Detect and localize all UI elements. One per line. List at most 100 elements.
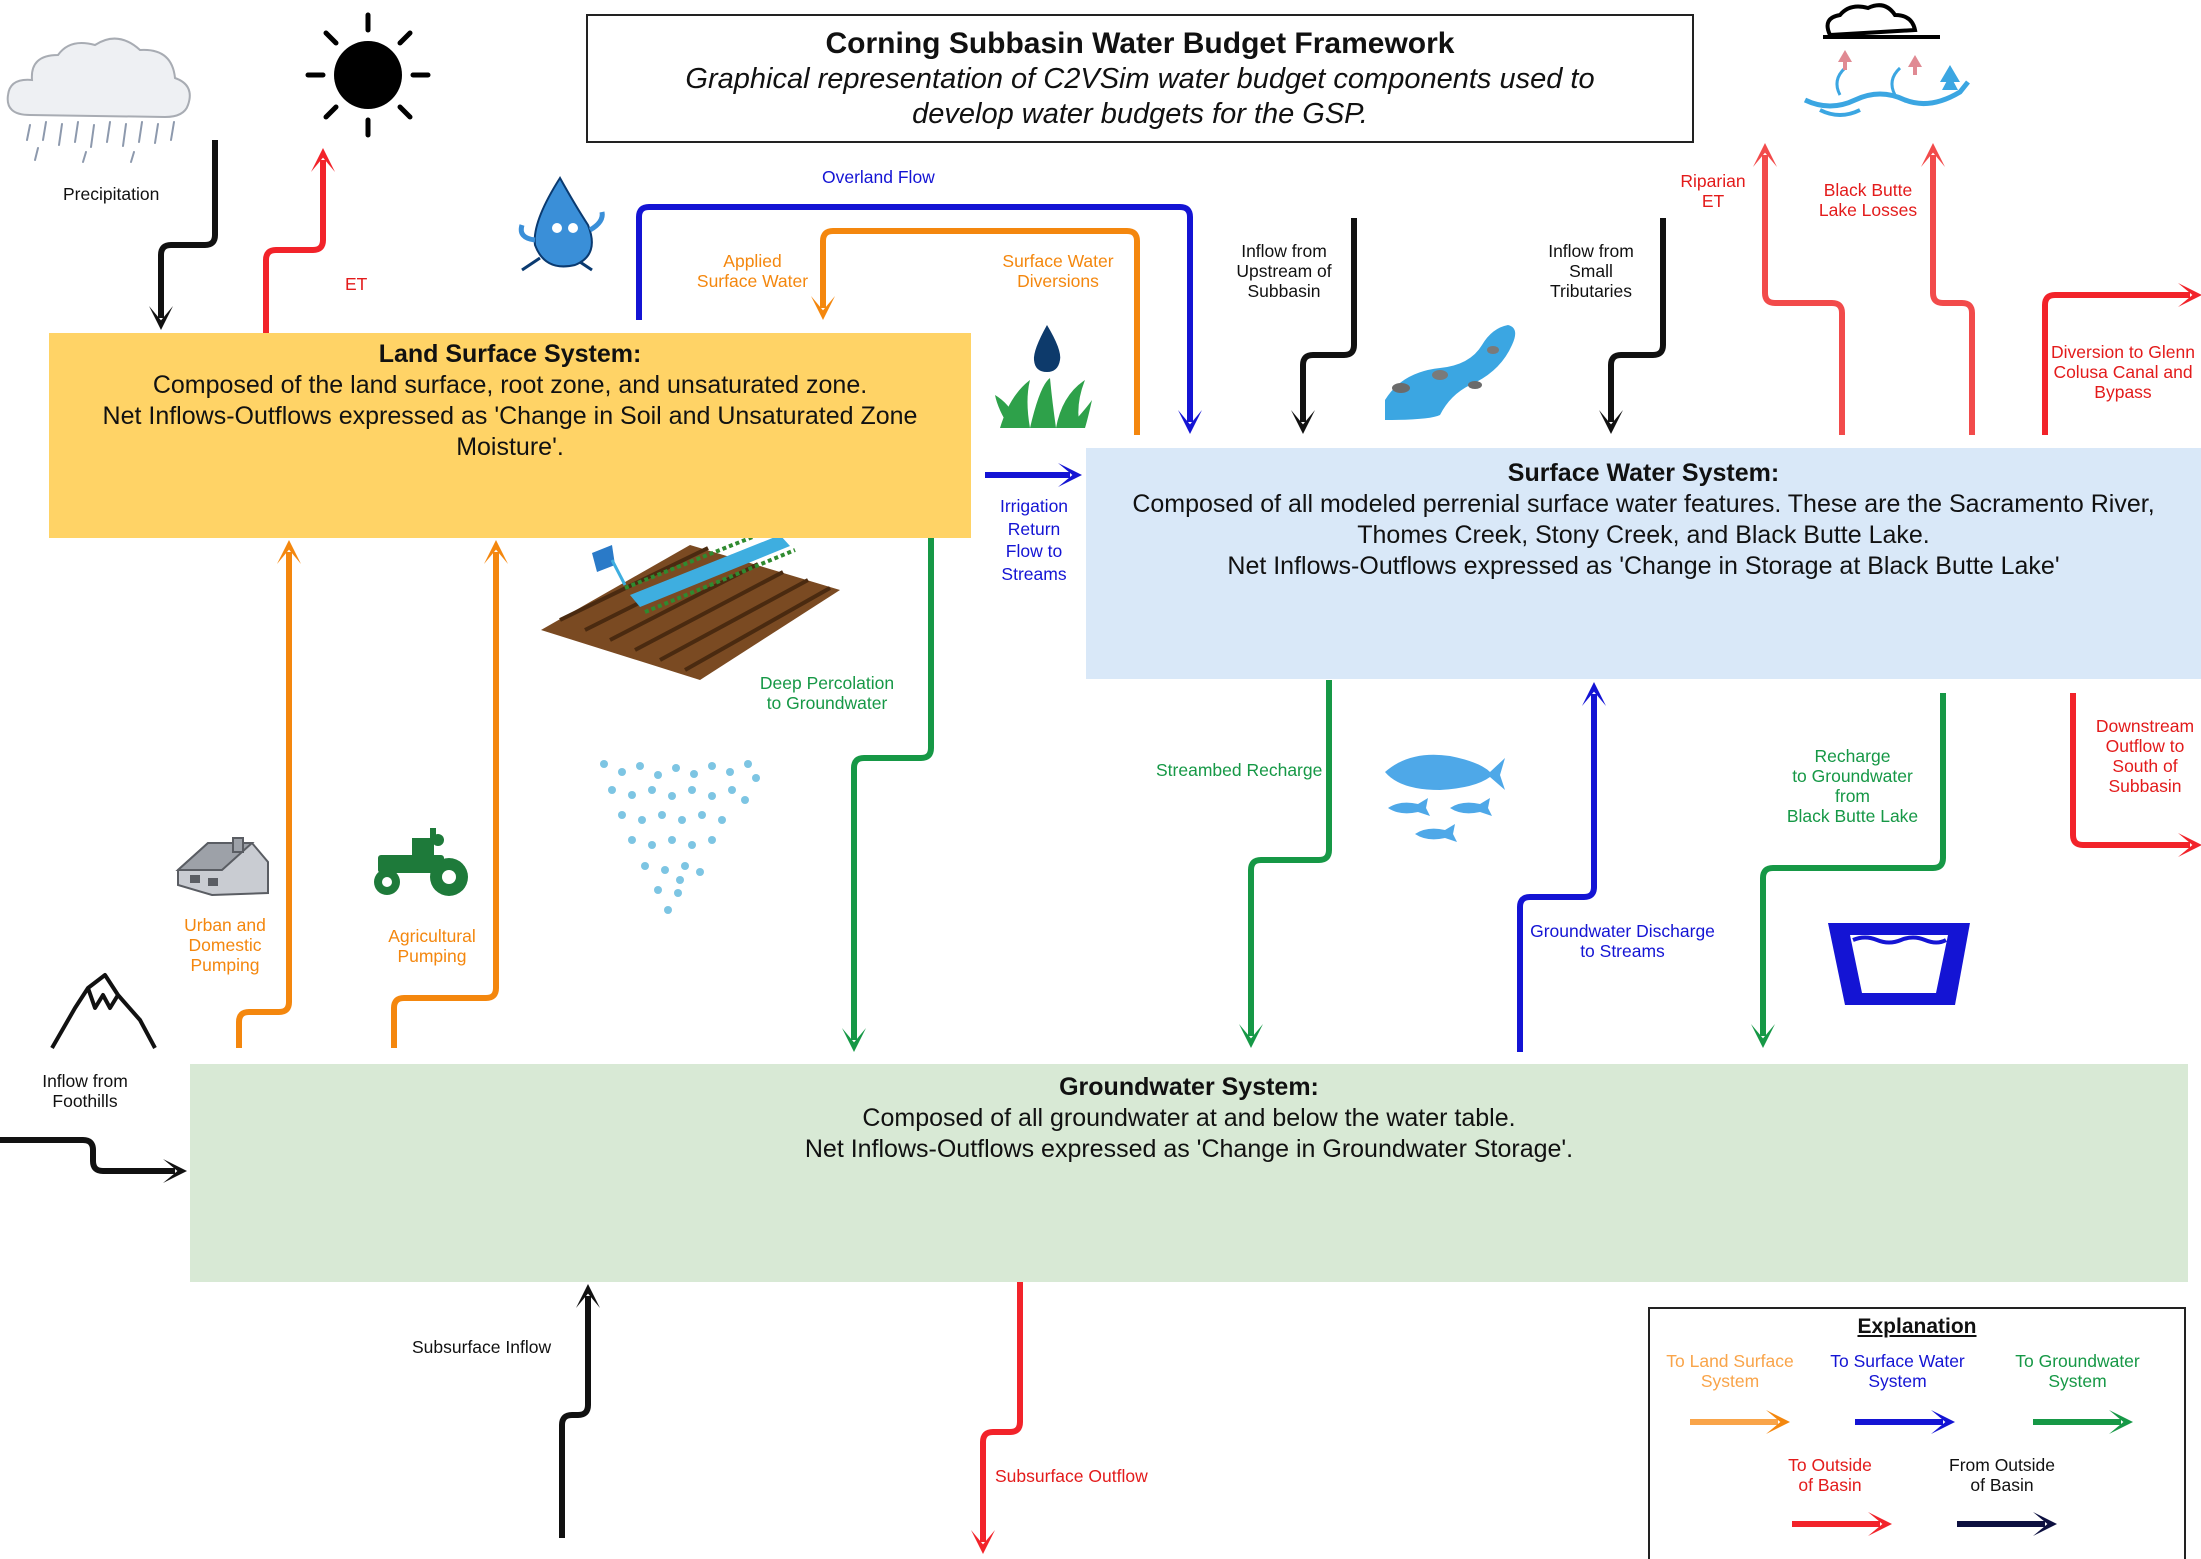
- fish-icon: [1385, 754, 1505, 842]
- legend-to-land-line-1: To Land Surface: [1666, 1351, 1794, 1371]
- precipitation-label: Precipitation: [63, 184, 160, 204]
- land-surface-line-3: Moisture'.: [456, 433, 564, 461]
- downstream-line-2: Outflow to: [2105, 736, 2185, 756]
- foothills-line-2: Foothills: [52, 1091, 118, 1111]
- recharge-bb-line-1: Recharge: [1814, 746, 1891, 766]
- inflow-tributaries-label: Inflow from Small Tributaries: [1541, 241, 1641, 301]
- diagram-subtitle-2: develop water budgets for the GSP.: [912, 98, 1368, 130]
- groundwater-heading: Groundwater System:: [1059, 1073, 1319, 1101]
- irrigated-field-icon: [541, 526, 840, 680]
- urban-pumping-arrow: [236, 540, 301, 1048]
- foothills-inflow-arrow: [0, 1137, 187, 1183]
- legend-from-outside-line-1: From Outside: [1949, 1455, 2055, 1475]
- downstream-line-4: Subbasin: [2108, 776, 2182, 796]
- rain-cloud-icon: [6, 37, 191, 163]
- subsurface-inflow-label: Subsurface Inflow: [412, 1337, 552, 1357]
- inflow-trib-line-1: Inflow from: [1548, 241, 1634, 261]
- deep-percolation-label: Deep Percolation to Groundwater: [752, 673, 902, 713]
- diversion-line-2: Colusa Canal and: [2053, 362, 2193, 382]
- et-label: ET: [345, 274, 368, 294]
- urban-line-3: Pumping: [190, 955, 260, 975]
- inflow-upstream-arrow: [1291, 218, 1357, 434]
- rain-drops-icon: [600, 760, 760, 914]
- land-surface-line-2: Net Inflows-Outflows expressed as 'Chang…: [102, 402, 918, 430]
- applied-sw-line-2: Surface Water: [696, 271, 809, 291]
- riparian-line-2: ET: [1701, 191, 1725, 211]
- recharge-bb-line-2: to Groundwater: [1792, 766, 1913, 786]
- evaporation-icon: [1803, 3, 1970, 117]
- legend-to-sw-line-1: To Surface Water: [1830, 1351, 1965, 1371]
- foothills-line-1: Inflow from: [42, 1071, 128, 1091]
- groundwater-line-2: Net Inflows-Outflows expressed as 'Chang…: [804, 1135, 1574, 1163]
- inflow-upstream-line-3: Subbasin: [1247, 281, 1321, 301]
- riparian-et-label: Riparian ET: [1673, 171, 1753, 211]
- surface-water-line-1: Composed of all modeled perrenial surfac…: [1132, 490, 2155, 518]
- recharge-black-butte-label: Recharge to Groundwater from Black Butte…: [1775, 746, 1930, 826]
- streambed-recharge-arrow: [1239, 680, 1332, 1048]
- gw-discharge-line-2: to Streams: [1580, 941, 1665, 961]
- surface-water-diversion-arrow: [811, 228, 1140, 435]
- water-drop-grass-icon: [995, 325, 1092, 428]
- overland-flow-arrow: [636, 204, 1202, 434]
- legend-to-sw: To Surface Water System: [1820, 1351, 1975, 1391]
- urban-line-1: Urban and: [184, 915, 266, 935]
- legend-to-gw-line-2: System: [2048, 1371, 2107, 1391]
- subsurface-inflow-arrow: [559, 1284, 600, 1538]
- riparian-line-1: Riparian: [1680, 171, 1746, 191]
- downstream-line-1: Downstream: [2095, 716, 2195, 736]
- deep-percolation-arrow: [842, 538, 934, 1052]
- surface-water-line-2: Thomes Creek, Stony Creek, and Black But…: [1357, 521, 1930, 549]
- surface-water-heading: Surface Water System:: [1507, 459, 1780, 487]
- downstream-outflow-label: Downstream Outflow to South of Subbasin: [2090, 716, 2200, 796]
- ag-pumping-label: Agricultural Pumping: [377, 926, 487, 966]
- legend-from-outside-line-2: of Basin: [1970, 1475, 2034, 1495]
- inflow-upstream-label: Inflow from Upstream of Subbasin: [1234, 241, 1334, 301]
- sw-div-line-1: Surface Water: [1002, 251, 1114, 271]
- overland-flow-label: Overland Flow: [822, 167, 935, 187]
- sw-div-line-2: Diversions: [1017, 271, 1099, 291]
- river-icon: [1385, 325, 1516, 420]
- bb-losses-line-1: Black Butte: [1823, 180, 1913, 200]
- legend-to-sw-line-2: System: [1868, 1371, 1927, 1391]
- streambed-recharge-label: Streambed Recharge: [1156, 760, 1323, 780]
- surface-water-system-box: Surface Water System: Composed of all mo…: [1086, 448, 2201, 679]
- legend-from-outside: From Outside of Basin: [1942, 1455, 2062, 1495]
- downstream-outflow-arrow: [2070, 693, 2201, 857]
- diversion-gcc-label: Diversion to Glenn Colusa Canal and Bypa…: [2048, 342, 2198, 402]
- inflow-upstream-line-2: Upstream of: [1236, 261, 1332, 281]
- land-surface-line-1: Composed of the land surface, root zone,…: [152, 371, 868, 399]
- water-drop-mascot-icon: [518, 176, 605, 272]
- mountain-icon: [50, 973, 157, 1049]
- foothills-inflow-label: Inflow from Foothills: [30, 1071, 140, 1111]
- downstream-line-3: South of: [2112, 756, 2178, 776]
- irrigation-line-3: Flow to: [1005, 541, 1063, 561]
- deep-perc-line-1: Deep Percolation: [759, 673, 895, 693]
- inflow-trib-line-2: Small: [1569, 261, 1613, 281]
- diversion-line-3: Bypass: [2094, 382, 2152, 402]
- legend-to-outside: To Outside of Basin: [1780, 1455, 1880, 1495]
- legend-to-land-line-2: System: [1700, 1371, 1760, 1391]
- ag-pumping-arrow: [391, 540, 508, 1048]
- subsurface-outflow-label: Subsurface Outflow: [995, 1466, 1148, 1486]
- black-butte-losses-arrow: [1921, 143, 1975, 435]
- lake-basin-icon: [1828, 923, 1970, 1005]
- irrigation-line-4: Streams: [1001, 563, 1067, 584]
- urban-line-2: Domestic: [188, 935, 262, 955]
- subsurface-outflow-arrow: [971, 1282, 1023, 1554]
- recharge-black-butte-arrow: [1751, 693, 1946, 1048]
- ag-line-2: Pumping: [397, 946, 467, 966]
- land-surface-heading: Land Surface System:: [378, 340, 642, 368]
- riparian-et-arrow: [1753, 143, 1845, 435]
- legend-to-outside-line-1: To Outside: [1788, 1455, 1872, 1475]
- precipitation-arrow: [149, 140, 218, 330]
- surface-water-line-3: Net Inflows-Outflows expressed as 'Chang…: [1227, 552, 2060, 580]
- inflow-trib-line-3: Tributaries: [1549, 281, 1632, 301]
- irrigation-line-2: Return: [1007, 518, 1061, 539]
- legend-to-gw-line-1: To Groundwater: [2015, 1351, 2140, 1371]
- inflow-upstream-line-1: Inflow from: [1241, 241, 1327, 261]
- surface-water-diversions-label: Surface Water Diversions: [998, 251, 1118, 291]
- et-arrow: [263, 148, 335, 333]
- recharge-bb-line-4: Black Butte Lake: [1786, 806, 1919, 826]
- diversion-gcc-arrow: [2042, 283, 2201, 435]
- urban-pumping-label: Urban and Domestic Pumping: [175, 915, 275, 975]
